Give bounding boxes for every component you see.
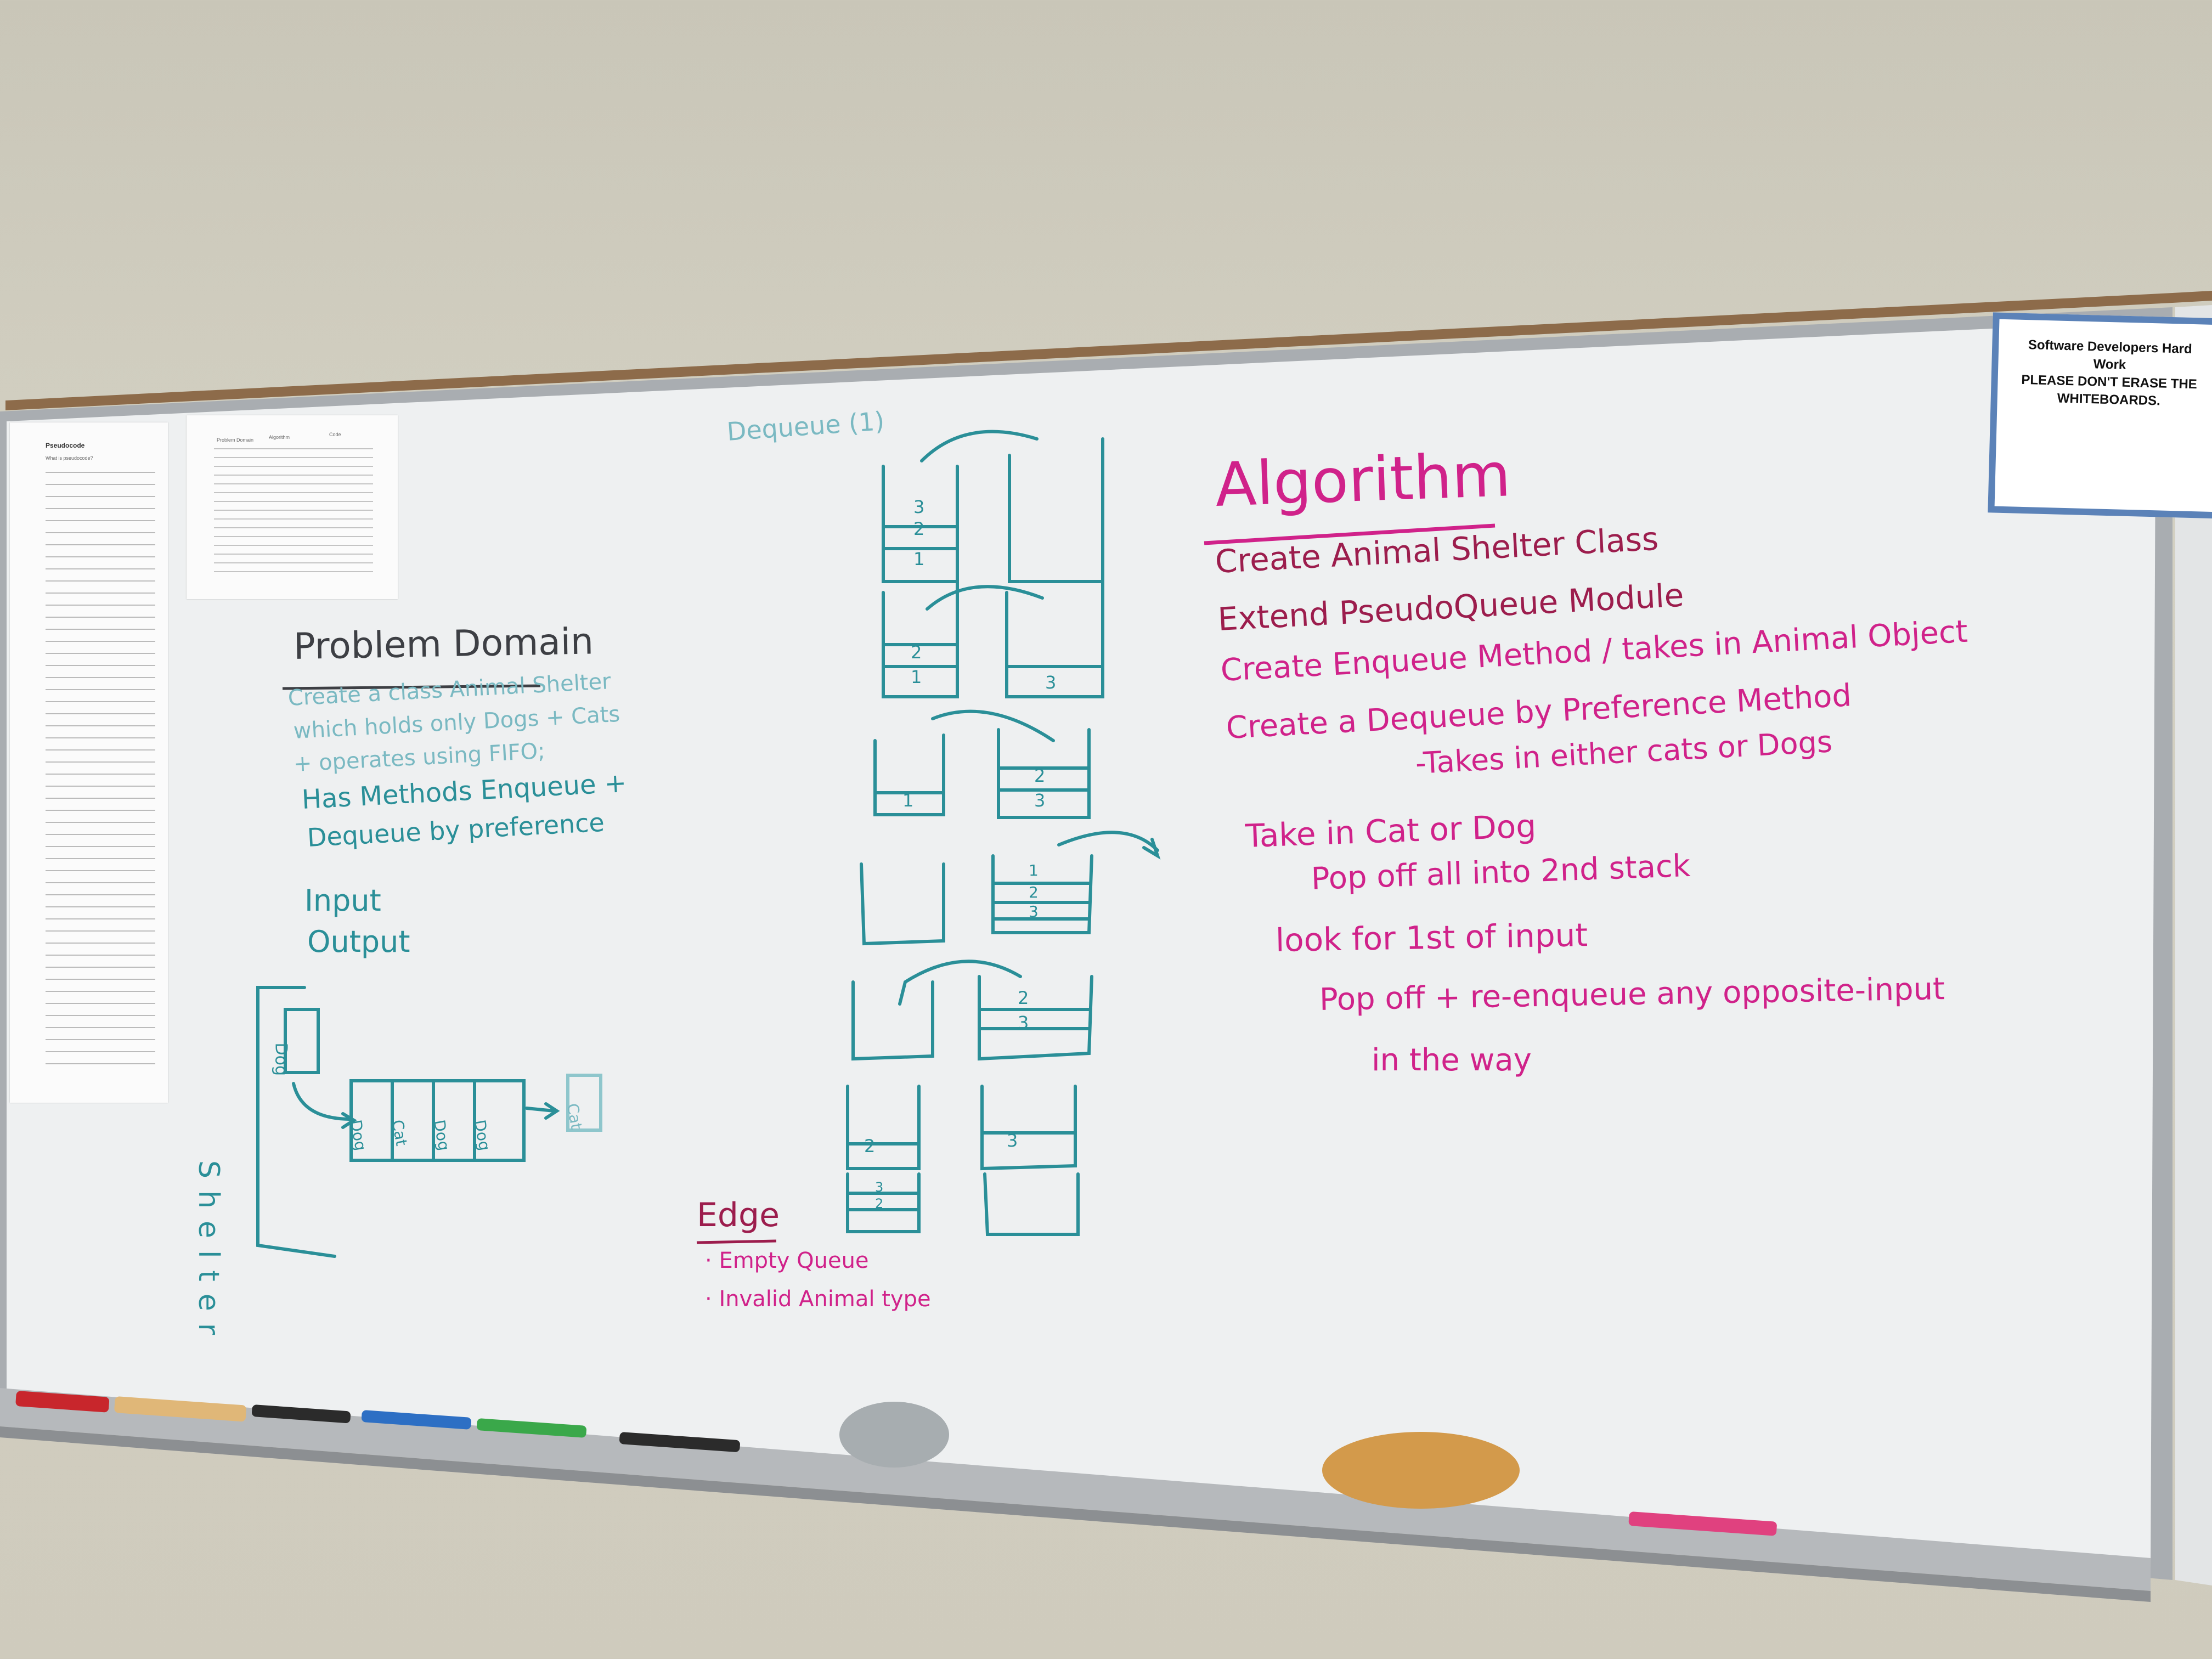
edge-title: Edge xyxy=(697,1196,780,1234)
handout-heading-1: Problem Domain xyxy=(217,437,254,443)
handout-subtitle: What is pseudocode? xyxy=(46,455,93,461)
cork-strip xyxy=(5,291,2212,410)
shelter-label: Shelter xyxy=(192,1160,225,1347)
algorithm-line-8: look for 1st of input xyxy=(1275,916,1588,959)
stack-item: 1 xyxy=(902,790,914,811)
input-label: Input xyxy=(304,883,381,918)
shelter-diagram xyxy=(256,986,602,1258)
stack-item: 2 xyxy=(1034,765,1046,786)
incoming-dog-label: Dog xyxy=(271,1042,291,1076)
cloth-grey xyxy=(839,1402,949,1468)
stack-item: 2 xyxy=(864,1136,876,1156)
handout-heading-3: Code xyxy=(329,432,341,437)
stack-item: 2 xyxy=(1029,883,1039,901)
stack-item: 2 xyxy=(913,518,925,539)
dequeue-diagram xyxy=(846,430,1161,1236)
stack-item: 2 xyxy=(875,1196,884,1211)
handout-text-lines xyxy=(214,448,373,580)
stack-item: 3 xyxy=(1029,902,1039,921)
problem-domain-title: Problem Domain xyxy=(293,620,594,668)
algorithm-title: Algorithm xyxy=(1214,439,1512,520)
stack-item: 1 xyxy=(911,667,922,687)
stack-item: 3 xyxy=(1018,1012,1029,1033)
markers xyxy=(15,1391,1777,1536)
edge-item-2: · Invalid Animal type xyxy=(705,1286,931,1312)
algorithm-line-10: in the way xyxy=(1372,1042,1532,1078)
handout-text-lines xyxy=(46,472,155,1064)
edge-item-1: · Empty Queue xyxy=(705,1248,869,1273)
stack-item: 3 xyxy=(913,496,925,517)
stack-item: 1 xyxy=(913,549,925,569)
cloth-orange xyxy=(1322,1432,1520,1509)
stack-item: 1 xyxy=(1029,861,1039,879)
handout-title: Pseudocode xyxy=(46,442,85,449)
edge-item-2-text: Invalid Animal type xyxy=(719,1286,931,1312)
stack-item: 3 xyxy=(875,1180,884,1195)
handout-heading-2: Algorithm xyxy=(269,435,290,440)
stack-item: 2 xyxy=(911,642,922,663)
edge-item-1-text: Empty Queue xyxy=(719,1248,869,1273)
board-surface xyxy=(7,321,2156,1569)
stack-item: 3 xyxy=(1034,790,1046,811)
do-not-erase-sign: Software Developers Hard Work PLEASE DON… xyxy=(1988,312,2212,519)
stack-item: 3 xyxy=(1045,672,1057,693)
marker-tray xyxy=(0,1388,2151,1591)
pseudocode-handout: Pseudocode What is pseudocode? xyxy=(10,422,168,1103)
problem-domain-underline xyxy=(282,684,541,690)
whiteboard-guide-handout: Problem Domain Algorithm Code xyxy=(187,415,398,599)
stack-item: 3 xyxy=(1007,1130,1018,1151)
algorithm-underline xyxy=(1204,523,1496,545)
stack-item: 2 xyxy=(1018,988,1029,1008)
edge-underline xyxy=(696,1239,777,1244)
output-label: Output xyxy=(307,924,410,959)
